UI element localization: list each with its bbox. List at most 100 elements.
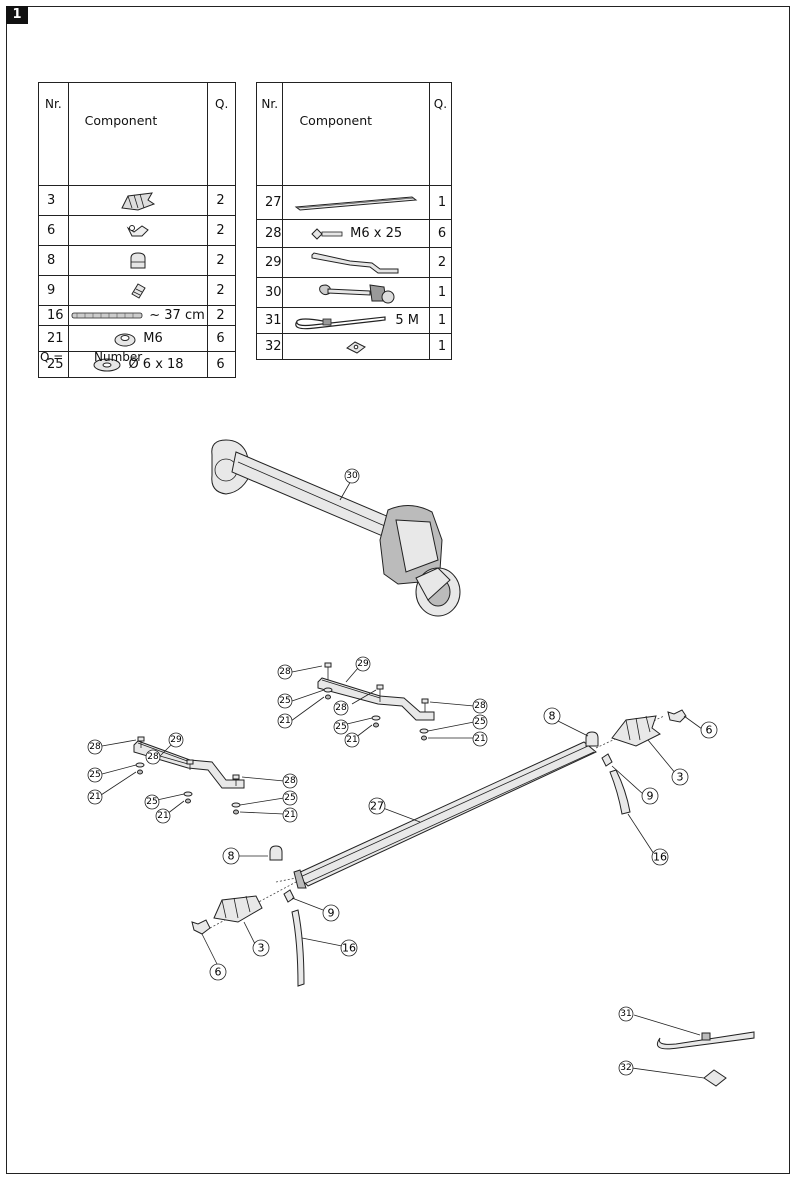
bracket-upper (317, 677, 435, 721)
callouts-small: 28 29 25 21 28 28 25 21 25 21 28 29 25 2… (87, 656, 634, 1076)
end-cap-right (585, 731, 599, 747)
part-nr: 9 (38, 275, 69, 306)
callout-28: 28 (335, 703, 347, 713)
callout-25: 25 (474, 717, 485, 727)
callout-28: 28 (279, 667, 291, 677)
nut-icon (114, 333, 136, 346)
frame-holder-arm (211, 439, 461, 617)
table-row: 29 2 (255, 247, 453, 278)
callout-21: 21 (279, 716, 290, 726)
callout-9: 9 (328, 907, 335, 920)
callout-28: 28 (284, 776, 296, 786)
parts-table-left: Nr. Component Q. 3 2 6 2 8 2 9 2 16 ~ 37 (38, 82, 236, 378)
clip-right (667, 709, 687, 723)
part-nr: 27 (255, 185, 284, 220)
callout-6: 6 (215, 966, 222, 979)
part-nr: 30 (255, 277, 284, 308)
nut-size-label: M6 (143, 331, 163, 346)
bolt-size-label: M6 x 25 (350, 226, 403, 241)
callout-21: 21 (346, 735, 357, 745)
washer-size-label: Ø 6 x 18 (128, 357, 184, 372)
callout-29: 29 (357, 659, 369, 669)
table-row: 6 2 (38, 215, 236, 246)
legend-value: Number (94, 350, 143, 364)
strap-length-label: ~ 37 cm (149, 308, 205, 323)
callout-30: 30 (346, 471, 358, 481)
header-nr: Nr. (38, 82, 69, 186)
wheel-rail (293, 741, 597, 889)
part-q: 2 (207, 275, 236, 306)
callouts-large: 8 6 3 9 16 27 8 9 3 16 6 (209, 707, 718, 981)
part-q: 2 (207, 185, 236, 216)
callout-21: 21 (157, 811, 168, 821)
callout-25: 25 (279, 696, 290, 706)
table-row: 16 ~ 37 cm 2 (38, 305, 236, 326)
part-nr: 28 (255, 219, 284, 248)
rubber-block-icon (131, 282, 146, 299)
part-q: 1 (428, 277, 453, 308)
callout-25: 25 (284, 793, 295, 803)
callout-25: 25 (335, 722, 346, 732)
part-q: 2 (207, 215, 236, 246)
strap-buckle (701, 1032, 711, 1041)
legend-key: Q = (40, 350, 64, 364)
strap-right (609, 769, 631, 815)
table-row: 8 2 (38, 245, 236, 276)
header-nr: Nr. (255, 82, 284, 186)
clip-left (191, 919, 211, 935)
part-nr: 32 (255, 333, 284, 360)
end-cap-left (269, 845, 283, 861)
mounting-plate (703, 1069, 727, 1087)
table-row: 31 5 M 1 (255, 307, 453, 334)
leader-lines (100, 665, 705, 1079)
page-frame (6, 6, 790, 1174)
parts-table-right: Nr. Component Q. 27 1 28 M6 x 25 6 29 2 … (255, 82, 453, 360)
callout-3: 3 (258, 942, 265, 955)
strap-icon (71, 312, 143, 318)
callout-25: 25 (89, 770, 100, 780)
table-row: 27 1 (255, 185, 453, 220)
long-strap-icon (295, 315, 386, 329)
callout-21: 21 (474, 734, 485, 744)
callout-28: 28 (474, 701, 486, 711)
callout-28: 28 (147, 752, 159, 762)
part-nr: 25 (38, 351, 69, 378)
callout-9: 9 (647, 790, 654, 803)
part-nr: 31 (255, 307, 284, 334)
plate-icon (346, 340, 367, 354)
callout-27: 27 (370, 800, 384, 813)
part-q: 6 (207, 351, 236, 378)
table-row: 32 1 (255, 333, 453, 360)
strap-holder-left (213, 895, 263, 923)
clip-icon (126, 224, 149, 236)
callout-28: 28 (89, 742, 101, 752)
callout-32: 32 (620, 1063, 631, 1073)
washer-icon (93, 358, 121, 371)
rubber-block-right (601, 753, 613, 767)
page-number: 1 (6, 6, 28, 24)
part-q: 1 (428, 333, 453, 360)
table-row: 21 M6 6 (38, 325, 236, 352)
callout-21: 21 (284, 810, 295, 820)
end-cap-icon (130, 251, 146, 268)
header-q: Q. (428, 82, 453, 186)
header-q: Q. (207, 82, 236, 186)
callout-31: 31 (620, 1009, 631, 1019)
callout-16: 16 (342, 942, 356, 955)
callout-16: 16 (653, 851, 667, 864)
callout-25: 25 (146, 797, 157, 807)
callout-8: 8 (228, 850, 235, 863)
bracket-icon (311, 251, 399, 273)
rubber-block-left (283, 889, 295, 903)
callout-8: 8 (549, 710, 556, 723)
table-row: 9 2 (38, 275, 236, 306)
callout-21: 21 (89, 792, 100, 802)
part-nr: 29 (255, 247, 284, 278)
strap-left (291, 909, 305, 987)
callout-circle (344, 468, 360, 484)
table-row: 3 2 (38, 185, 236, 216)
strap-holder-right (611, 715, 661, 747)
bolt-icon (311, 227, 343, 240)
callout-3: 3 (677, 771, 684, 784)
